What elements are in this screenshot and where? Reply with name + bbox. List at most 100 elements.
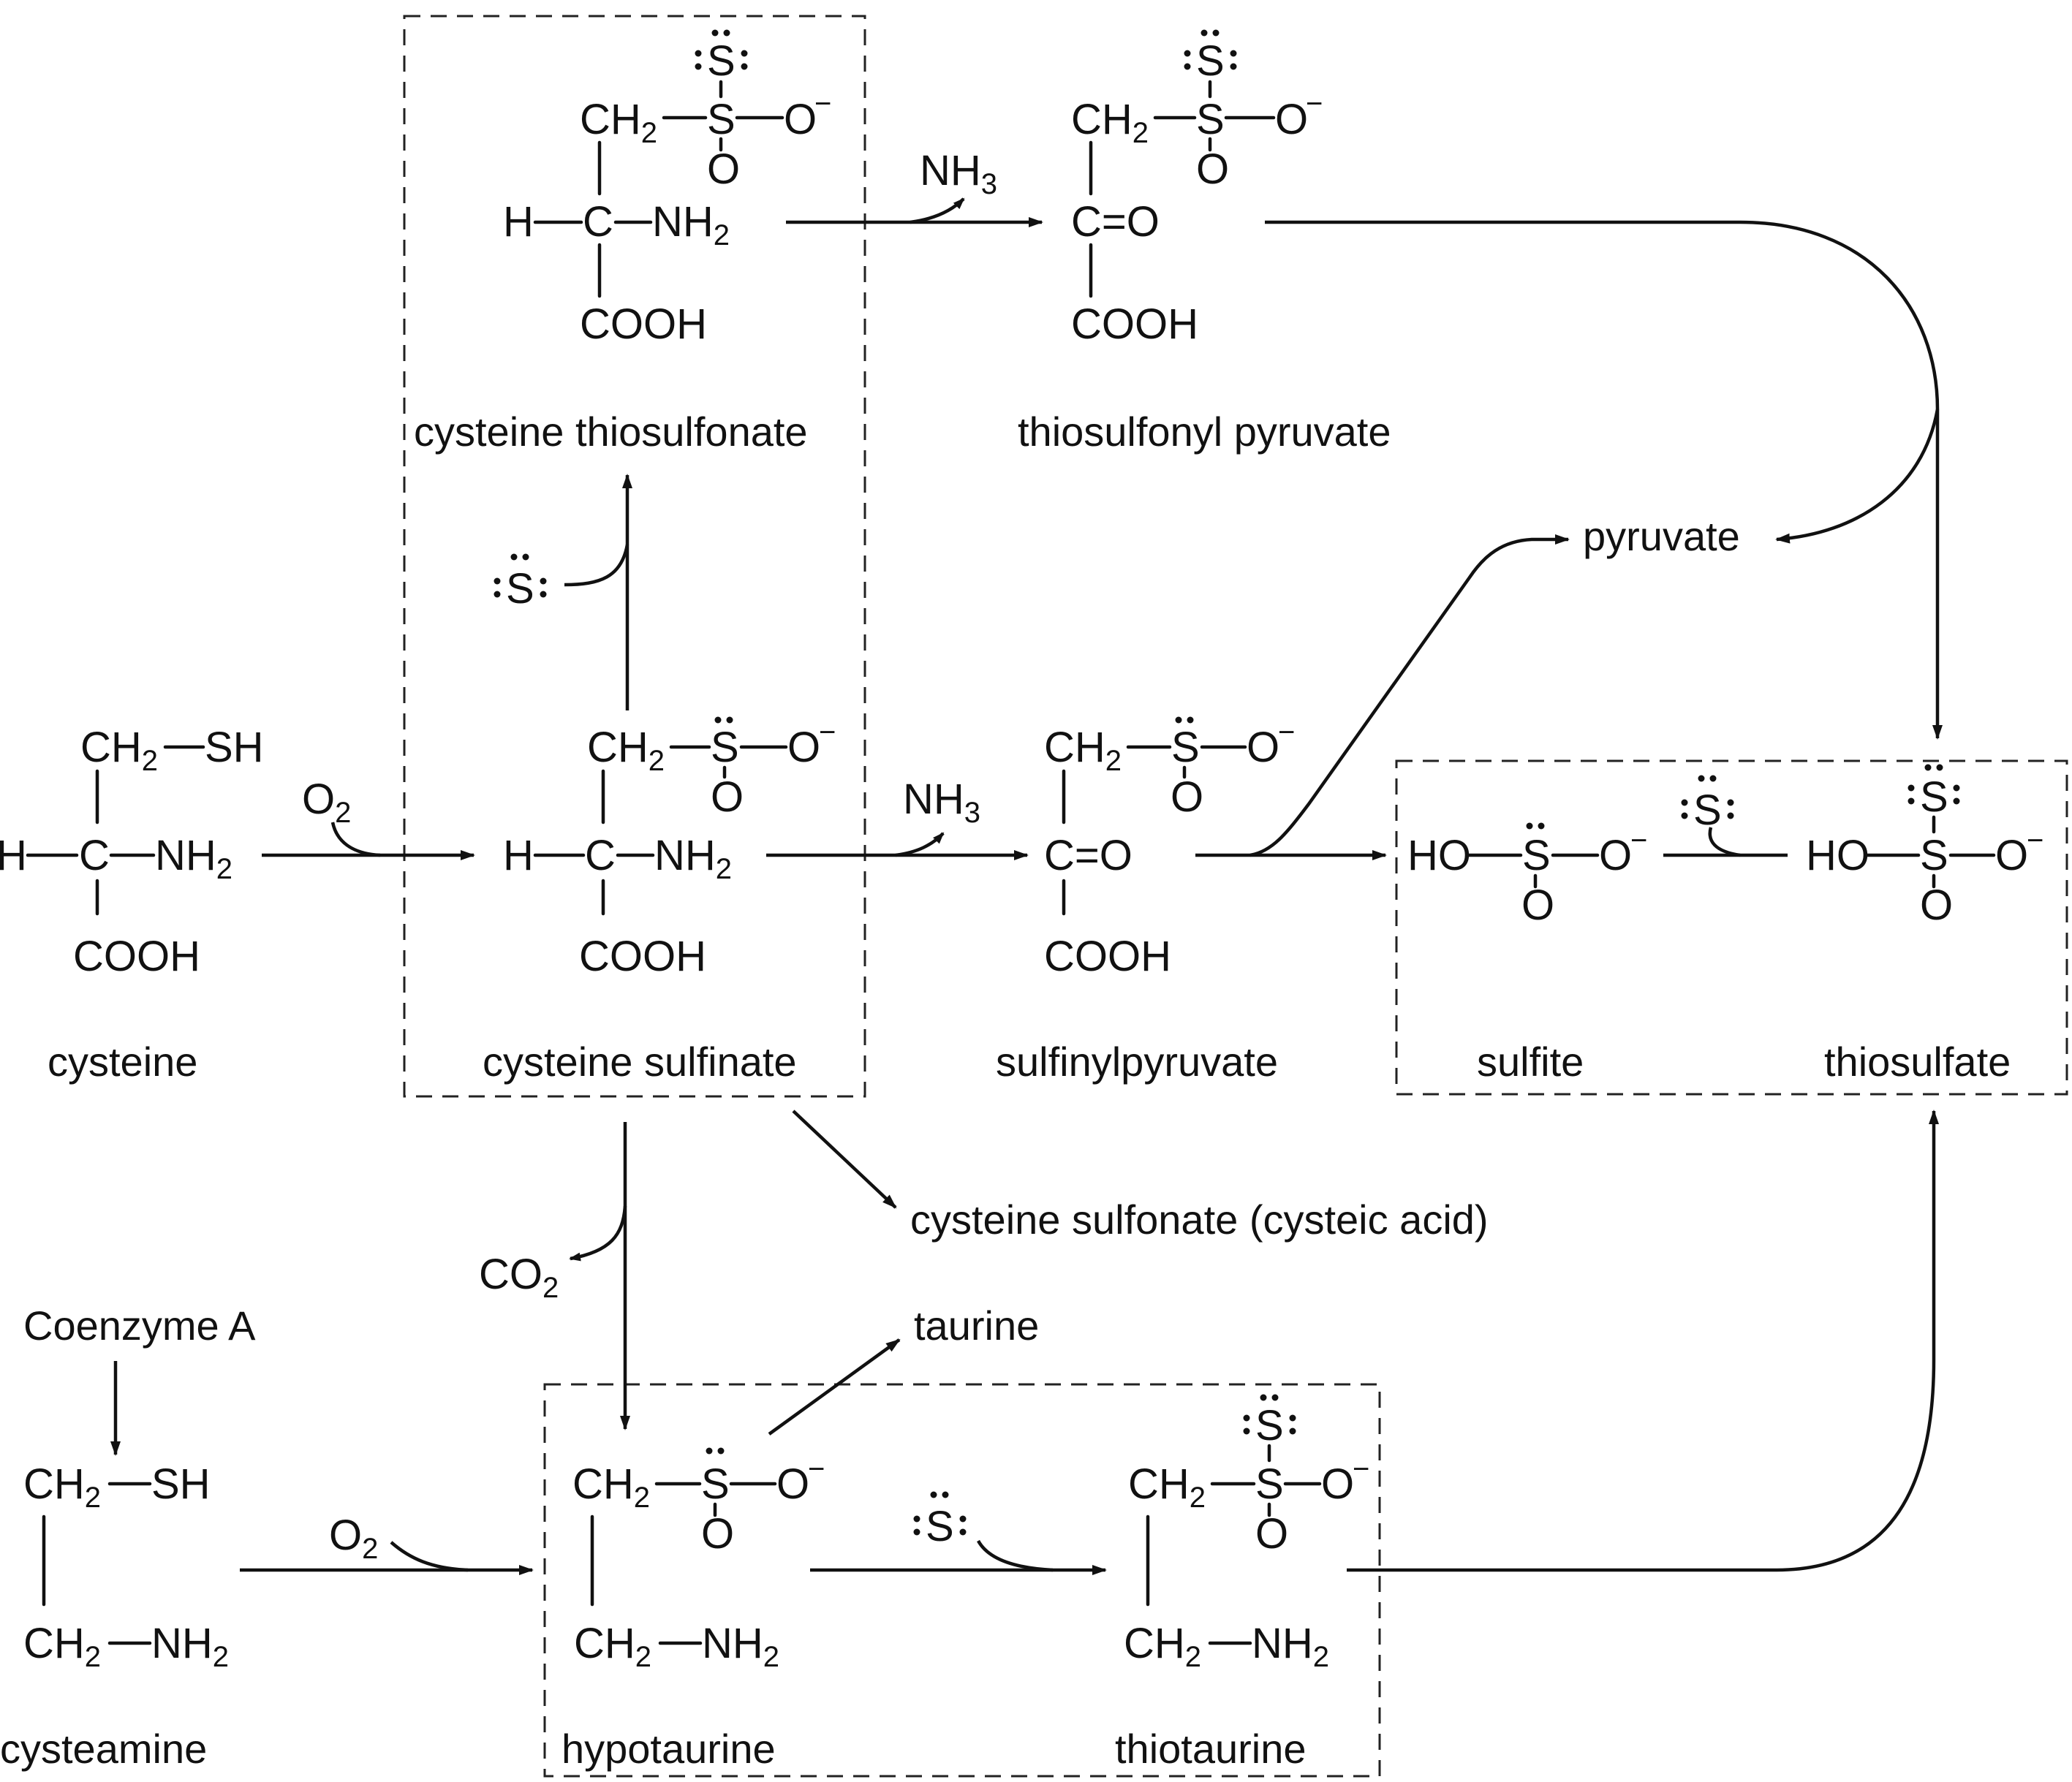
svg-text:H: H <box>503 832 534 879</box>
svg-text:O: O <box>711 773 744 821</box>
svg-text:S: S <box>711 724 739 771</box>
label-sulfinylpyruvate: sulfinylpyruvate <box>996 1039 1278 1085</box>
svg-text:O: O <box>1255 1510 1288 1558</box>
svg-text:NH2: NH2 <box>702 1620 779 1673</box>
label-sulfite: sulfite <box>1477 1039 1584 1085</box>
svg-text:O: O <box>1599 832 1632 879</box>
svg-text:−: − <box>1353 1453 1369 1485</box>
svg-text:O: O <box>1995 832 2028 879</box>
label-cysteine-sulfonate: cysteine sulfonate (cysteic acid) <box>910 1197 1489 1243</box>
reagent-co2: CO2 <box>479 1251 559 1304</box>
svg-text:S: S <box>1920 832 1948 879</box>
svg-text:CH2: CH2 <box>23 1460 101 1514</box>
svg-text:O: O <box>1920 881 1953 929</box>
svg-text:NH2: NH2 <box>155 832 232 885</box>
svg-text:O: O <box>1321 1460 1354 1508</box>
svg-text:−: − <box>2027 824 2043 857</box>
svg-text:CH2: CH2 <box>1128 1460 1206 1514</box>
svg-text:S: S <box>1171 724 1200 771</box>
box-cysteine-sulfinate-group <box>403 15 866 1098</box>
svg-text:NH2: NH2 <box>151 1620 229 1673</box>
reagent-o2-cysteine: O2 <box>302 776 351 829</box>
sulfinylpyruvate-structure: CH2 S O − O C=O COOH <box>1044 716 1295 980</box>
svg-text:C=O: C=O <box>1071 198 1160 246</box>
label-hypotaurine: hypotaurine <box>562 1726 776 1772</box>
svg-text:−: − <box>808 1453 825 1485</box>
arrow-sulfur-addition-sulfite <box>1708 827 1741 857</box>
svg-text:S: S <box>506 565 534 613</box>
hypotaurine-structure: CH2 S O − O CH2 NH2 <box>572 1447 825 1673</box>
cysteine-structure: CH2 SH H C NH2 COOH <box>0 724 264 980</box>
thiosulfonyl-pyruvate-structure: S CH2 S O − O C=O COOH <box>1071 29 1323 348</box>
svg-text:C: C <box>585 832 616 879</box>
arrow-o2-uptake-cysteamine <box>390 1541 469 1572</box>
svg-text:COOH: COOH <box>579 933 706 980</box>
label-cysteamine: cysteamine <box>0 1726 207 1772</box>
svg-text:CH2: CH2 <box>80 724 158 777</box>
reagent-nh3-middle: NH3 <box>903 776 980 829</box>
arrow-o2-uptake-cysteine <box>330 822 381 857</box>
arrow-thiosulfonyl-pyruvate-path <box>1265 220 1940 410</box>
svg-text:O: O <box>784 96 817 143</box>
svg-text:CH2: CH2 <box>23 1620 101 1673</box>
svg-text:C: C <box>79 832 110 879</box>
arrow-sulfur-addition-hypotaurine <box>977 1539 1054 1572</box>
svg-text:O: O <box>1196 145 1229 193</box>
arrow-sulfinylpyruvate-to-pyruvate <box>1249 534 1570 857</box>
label-cysteine-sulfinate: cysteine sulfinate <box>483 1039 797 1085</box>
svg-text:NH3: NH3 <box>920 147 997 200</box>
svg-text:COOH: COOH <box>580 300 707 348</box>
arrow-sulfinate-to-cysteic-acid <box>792 1110 897 1209</box>
svg-text:CH2: CH2 <box>580 96 657 149</box>
svg-text:O: O <box>1521 881 1554 929</box>
svg-text:O: O <box>787 724 820 771</box>
svg-text:S: S <box>1693 786 1722 834</box>
svg-text:SH: SH <box>151 1460 211 1508</box>
arrow-thiotaurine-to-thiosulfate <box>1347 1110 1939 1572</box>
reagent-sulfur-left: S <box>494 553 547 613</box>
box-hypotaurine-thiotaurine-group <box>543 1383 1381 1778</box>
arrow-hypotaurine-to-taurine <box>768 1338 901 1436</box>
svg-text:C=O: C=O <box>1044 832 1133 879</box>
svg-text:NH2: NH2 <box>1252 1620 1329 1673</box>
label-coenzyme-a: Coenzyme A <box>23 1303 256 1349</box>
arrow-nh3-release-top <box>910 197 965 224</box>
svg-text:C: C <box>583 198 613 246</box>
svg-text:O2: O2 <box>302 776 351 829</box>
svg-text:S: S <box>926 1503 954 1550</box>
svg-text:O: O <box>707 145 740 193</box>
sulfite-structure: HO S O − O <box>1407 822 1647 929</box>
svg-text:O: O <box>776 1460 809 1508</box>
svg-text:H: H <box>503 198 534 246</box>
svg-text:O2: O2 <box>329 1512 378 1565</box>
svg-text:S: S <box>1255 1460 1284 1508</box>
svg-text:CH2: CH2 <box>587 724 665 777</box>
svg-text:HO: HO <box>1407 832 1471 879</box>
reagent-nh3-top: NH3 <box>920 147 997 200</box>
svg-text:CH2: CH2 <box>1071 96 1149 149</box>
svg-text:COOH: COOH <box>73 933 200 980</box>
svg-text:CH2: CH2 <box>574 1620 651 1673</box>
label-cysteine-thiosulfonate: cysteine thiosulfonate <box>414 409 808 455</box>
arrow-co2-release <box>569 1205 627 1262</box>
svg-text:−: − <box>814 88 831 120</box>
svg-text:S: S <box>1196 37 1225 85</box>
label-taurine: taurine <box>914 1303 1039 1349</box>
svg-text:S: S <box>1196 96 1225 143</box>
svg-text:S: S <box>1920 773 1948 821</box>
arrow-nh3-release-middle <box>895 832 945 857</box>
reagent-sulfur-sulfite: S <box>1681 775 1734 834</box>
svg-text:CH2: CH2 <box>1044 724 1122 777</box>
label-thiosulfonyl-pyruvate: thiosulfonyl pyruvate <box>1018 409 1391 455</box>
svg-text:HO: HO <box>1806 832 1869 879</box>
svg-text:CH2: CH2 <box>572 1460 650 1514</box>
svg-text:O: O <box>1171 773 1203 821</box>
svg-text:H: H <box>0 832 27 879</box>
svg-text:S: S <box>1522 832 1551 879</box>
svg-text:CH2: CH2 <box>1124 1620 1201 1673</box>
thiotaurine-structure: S CH2 S O − O CH2 NH2 <box>1124 1394 1369 1673</box>
svg-text:O: O <box>701 1510 734 1558</box>
arrow-sulfur-addition-left <box>564 544 629 587</box>
svg-text:NH2: NH2 <box>652 198 730 251</box>
